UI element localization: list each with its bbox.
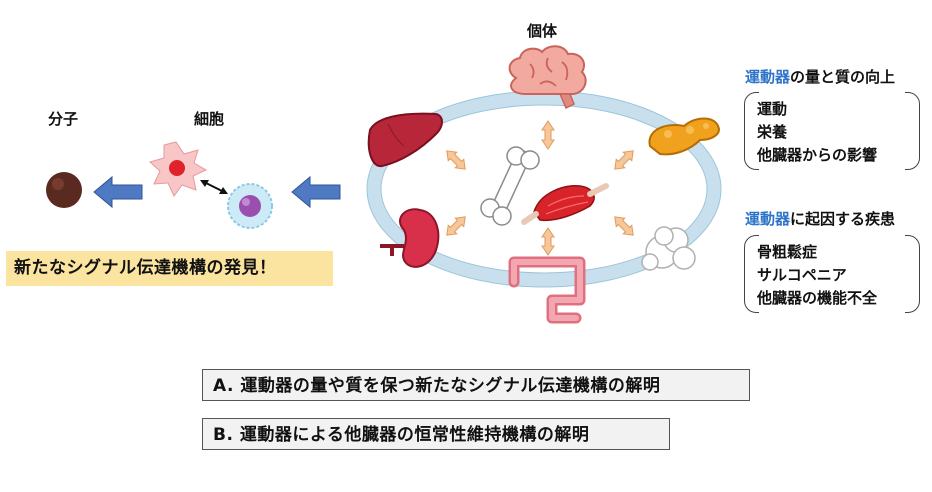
disease-item: 骨粗鬆症 [757, 243, 818, 261]
brain-icon [508, 45, 587, 110]
arrow-to-cell-icon [291, 175, 341, 209]
body-ring [367, 91, 721, 287]
quality-title-accent: 運動器 [745, 68, 791, 86]
molecule-icon [46, 172, 82, 208]
label-molecule: 分子 [48, 110, 79, 128]
arrow-liver-icon [446, 150, 466, 170]
disease-item: 他臓器の機能不全 [757, 289, 878, 307]
arrow-intestine-icon [541, 227, 555, 256]
quality-item: 栄養 [757, 123, 788, 141]
cell-icon [148, 141, 208, 197]
intestine-icon [508, 256, 586, 324]
arrow-fat-icon [614, 216, 634, 236]
quality-title-rest: の量と質の向上 [790, 68, 896, 86]
arrow-kidney-icon [446, 216, 466, 236]
arrow-pancreas-icon [614, 150, 634, 170]
disease-title-rest: に起因する疾患 [790, 210, 896, 228]
quality-list: 運動 栄養 他臓器からの影響 [744, 90, 920, 172]
muscle-icon [521, 183, 609, 225]
disease-item: サルコペニア [757, 266, 847, 284]
label-cell: 細胞 [194, 110, 225, 128]
pancreas-icon [648, 117, 720, 156]
goal-b-box: B. 運動器による他臓器の恒常性維持機構の解明 [202, 418, 670, 450]
immune-cell-icon [227, 183, 273, 229]
flow-arrows [93, 175, 341, 209]
fat-icon [641, 226, 696, 271]
quality-item: 他臓器からの影響 [757, 146, 878, 164]
bone-icon [480, 146, 540, 226]
arrow-to-molecule-icon [93, 175, 143, 209]
quality-item: 運動 [757, 100, 788, 118]
kidney-icon [380, 208, 440, 268]
arrow-brain-icon [541, 120, 555, 150]
label-individual: 個体 [527, 22, 558, 40]
quality-title: 運動器の量と質の向上 [745, 66, 895, 87]
cell-interaction-arrow [200, 180, 228, 194]
goal-a-box: A. 運動器の量や質を保つ新たなシグナル伝達機構の解明 [202, 369, 750, 401]
disease-title: 運動器に起因する疾患 [745, 208, 895, 229]
disease-title-accent: 運動器 [745, 210, 791, 228]
disease-list: 骨粗鬆症 サルコペニア 他臓器の機能不全 [744, 233, 920, 315]
liver-icon [367, 112, 443, 168]
discovery-banner: 新たなシグナル伝達機構の発見！ [6, 251, 333, 286]
interaction-arrows [446, 120, 634, 256]
